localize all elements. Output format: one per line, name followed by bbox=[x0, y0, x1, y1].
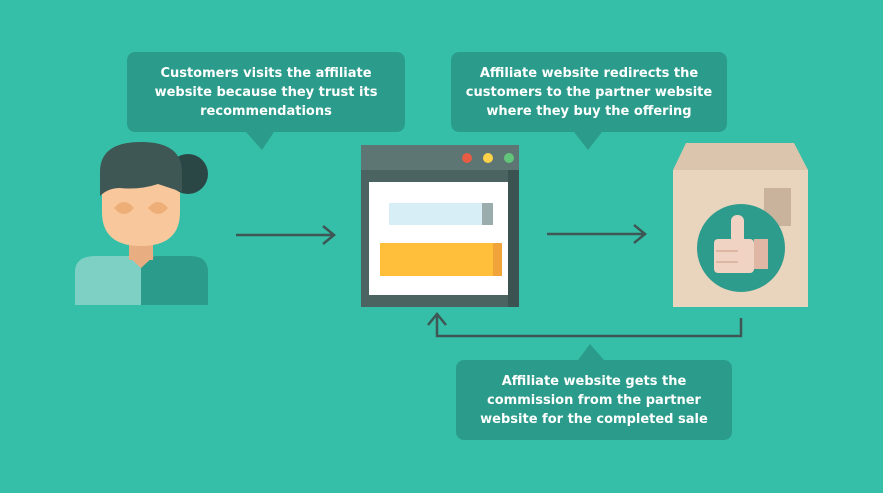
bubble-customer-visits: Customers visits the affiliate website b… bbox=[154, 65, 378, 119]
affiliate-website-icon bbox=[361, 145, 519, 307]
arrow-partner-back-to-site bbox=[427, 312, 743, 338]
partner-product-box-icon bbox=[673, 143, 808, 307]
arrow-customer-to-site bbox=[236, 225, 336, 245]
bubble-visit-shape bbox=[127, 52, 405, 150]
bubble-commission-shape bbox=[456, 344, 732, 440]
bubble-commission: Affiliate website gets the commission fr… bbox=[480, 373, 708, 427]
customer-icon bbox=[75, 142, 208, 305]
arrow-site-to-partner bbox=[547, 224, 647, 244]
bubble-redirect-shape bbox=[451, 52, 727, 150]
bubble-redirect-to-partner: Affiliate website redirects the customer… bbox=[465, 65, 713, 119]
thumbs-up-icon bbox=[714, 215, 768, 273]
